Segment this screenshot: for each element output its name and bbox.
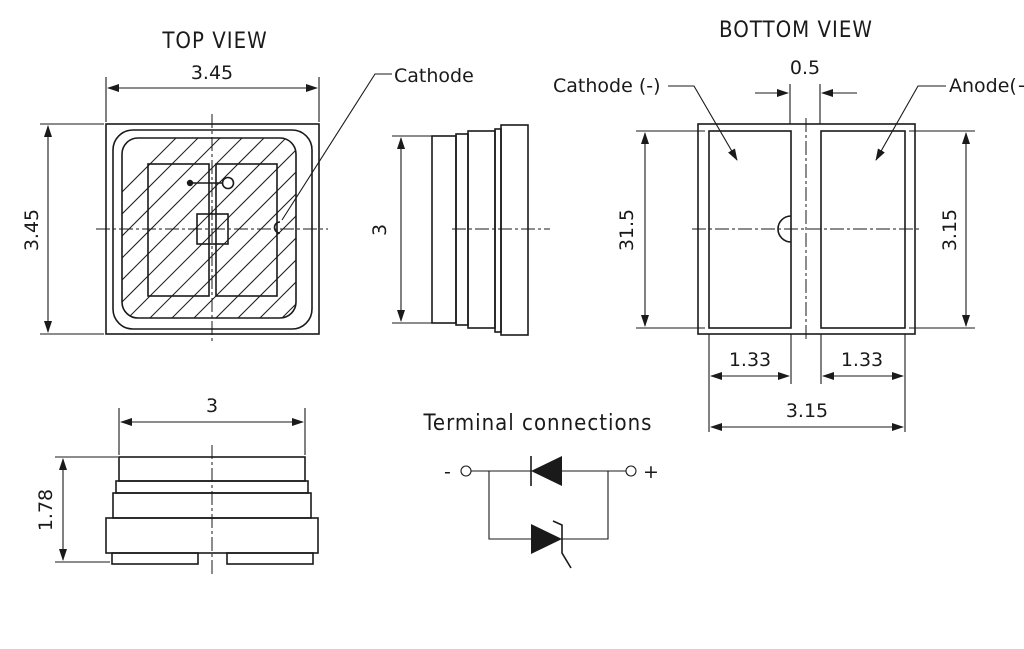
bottom-left-height-dimension: 31.5 [616,209,638,251]
side-height-dimension: 3 [369,224,391,236]
top-cathode-label: Cathode [394,65,474,87]
terminal-minus: - [444,461,451,483]
terminal-plus-node [625,465,637,477]
led-diode-symbol [531,456,562,486]
top-inner-pad-right [215,163,278,297]
front-view: 3 1.78 [35,395,319,575]
top-cathode-leader [281,73,392,221]
side-view: 3 [369,124,550,336]
bottom-pad-right-dimension: 1.33 [841,349,883,371]
top-view: TOP VIEW 3.45 3.45 [21,29,474,344]
bottom-view-title: BOTTOM VIEW [719,18,873,43]
top-view-title: TOP VIEW [161,29,267,54]
bottom-anode-leader [875,85,946,161]
bottom-view: BOTTOM VIEW 0.5 Cathode (-) Anode(+) 31.… [553,18,1024,432]
side-layer-3 [494,128,502,333]
bottom-cathode-label: Cathode (-) [553,75,661,97]
cathode-mark [273,221,281,234]
front-width-dimension: 3 [206,395,218,417]
zener-diode-symbol [531,524,562,554]
bottom-right-height-dimension: 3.15 [939,209,961,251]
terminal-title: Terminal connections [423,411,653,436]
lens-hatching [122,138,296,318]
terminal-minus-node [460,465,472,477]
bottom-pad-left-dimension: 1.33 [729,349,771,371]
front-height-dimension: 1.78 [35,489,57,531]
side-base [500,124,529,336]
zener-die [221,176,235,190]
front-foot-left [111,552,199,565]
top-inner-pad-left [147,163,210,297]
zener-cathode-bar [552,520,572,569]
bottom-cathode-leader [668,85,738,161]
bottom-anode-label: Anode(+) [949,75,1024,97]
top-lens-inner [121,137,297,319]
top-height-dimension: 3.45 [21,209,43,251]
terminal-connections: Terminal connections - + [423,411,659,569]
terminal-plus: + [643,461,659,483]
front-foot-right [226,552,314,565]
bottom-gap-dimension: 0.5 [790,57,820,79]
top-width-dimension: 3.45 [191,62,233,84]
bottom-total-width-dimension: 3.15 [786,400,828,422]
